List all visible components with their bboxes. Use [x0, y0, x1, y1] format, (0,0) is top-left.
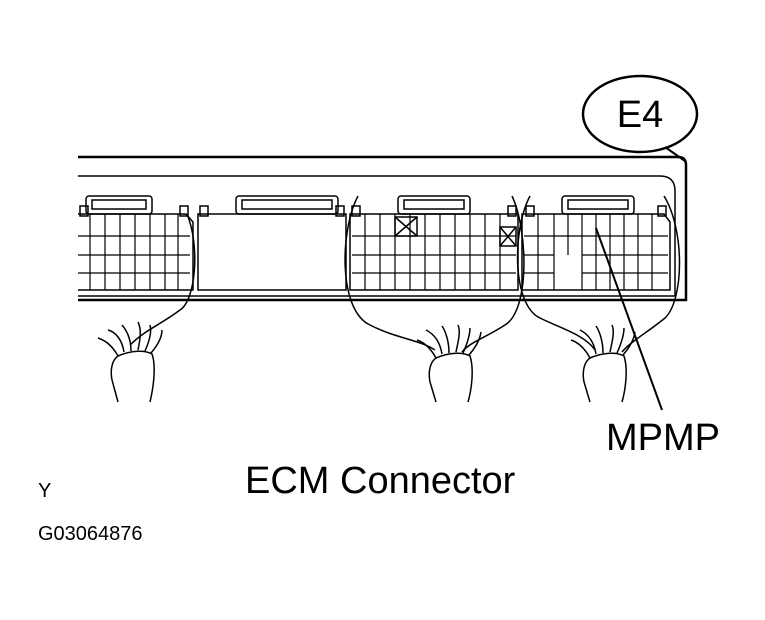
harness-loop-3-right — [461, 195, 525, 353]
block-4-latch — [561, 195, 635, 215]
block-3-unused-terminal-b — [499, 226, 517, 247]
wire-harness-4 — [570, 324, 636, 403]
mpmp-leader-line — [595, 227, 663, 411]
harness-loop-4-right — [621, 195, 681, 353]
terminal-label: MPMP — [606, 417, 720, 459]
block-3-outline — [349, 213, 519, 291]
harness-loop-4-left — [516, 195, 596, 351]
wire-harness-3 — [416, 324, 482, 403]
connector-code-ellipse — [581, 74, 699, 154]
block-4-outline — [521, 213, 671, 291]
harness-loop-1 — [129, 213, 196, 346]
block-3-terminal-grid — [352, 214, 516, 290]
connector-block-2 — [197, 195, 347, 291]
block-1-terminal-grid — [78, 214, 190, 290]
connector-code-label: E4 — [617, 94, 663, 136]
block-4-terminal-grid — [524, 214, 668, 290]
connector-block-4 — [521, 195, 671, 291]
harness-loop-3-left — [344, 195, 436, 351]
block-2-latch — [235, 195, 339, 215]
corner-mark: Y — [38, 480, 51, 502]
connector-block-1 — [78, 195, 194, 291]
wire-harness-1 — [97, 321, 163, 403]
block-2-outline — [197, 213, 347, 291]
housing-inner-edge — [78, 175, 676, 296]
wire-loops — [129, 195, 681, 353]
diagram-title: ECM Connector — [245, 460, 516, 502]
block-1-latch — [85, 195, 153, 215]
figure-id: G03064876 — [38, 523, 143, 545]
block-3-unused-terminal-a — [394, 216, 418, 237]
connector-block-3 — [349, 195, 519, 291]
connector-housing — [78, 155, 688, 302]
block-3-latch — [397, 195, 471, 215]
